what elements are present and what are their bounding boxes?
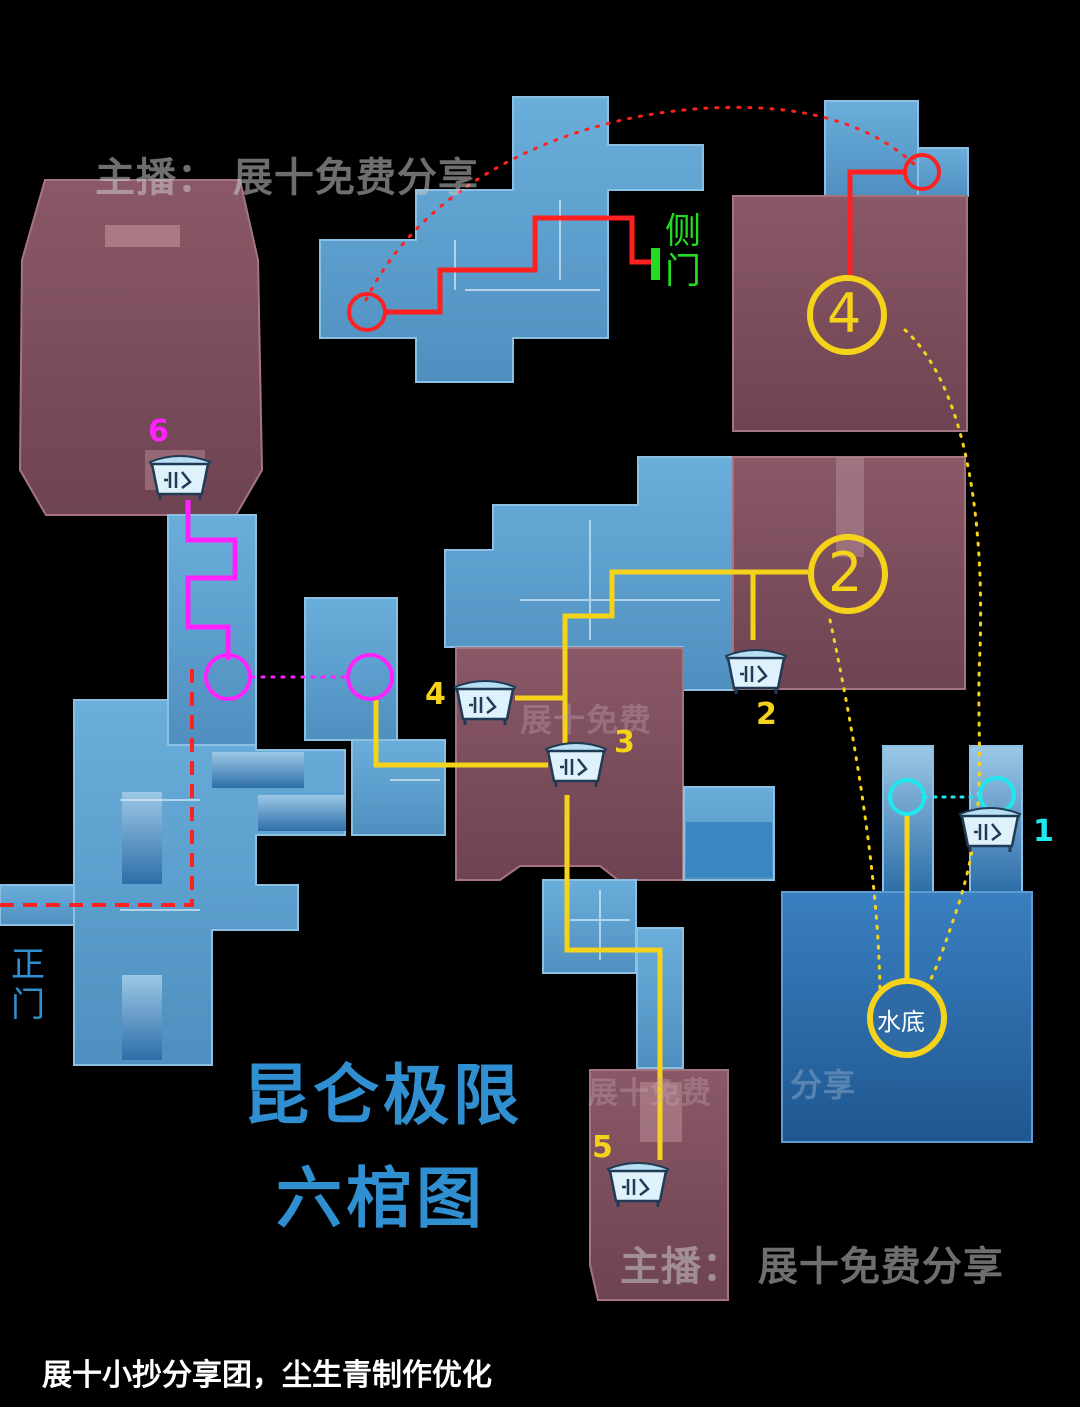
watermark-faded-1: 展十免费: [520, 701, 653, 739]
wall-markings: [120, 200, 720, 960]
watermark-faded-3: 展十免费: [588, 1076, 712, 1111]
red-end-circle: [903, 153, 941, 191]
left-complex: [0, 179, 346, 1066]
coffin-3-number: 3: [614, 725, 635, 760]
hall-stairs: [105, 225, 180, 247]
coffin-icon: [453, 680, 517, 725]
coffin-4-number: 4: [425, 677, 446, 712]
map-title-line-1: 昆仑极限: [243, 1057, 523, 1134]
coffin-6-number: 6: [148, 414, 169, 449]
coffin-5-number: 5: [592, 1130, 613, 1165]
top-blue-block: [319, 96, 704, 383]
main-gate-char-1: 正: [11, 945, 45, 985]
east-pool: [686, 822, 772, 877]
side-door: [651, 248, 660, 280]
coffin-icon: [148, 455, 212, 500]
waypoint-2-label: 2: [828, 541, 863, 604]
red-route-right: [847, 169, 907, 275]
coffin-icon: [958, 807, 1022, 852]
west-corridor: [351, 739, 446, 836]
side-gate-char-1: 侧: [664, 211, 701, 252]
water-bottom-circle: [867, 978, 947, 1058]
side-pool-1: [212, 752, 304, 788]
footer-credit: 展十小抄分享团，尘生青制作优化: [42, 1358, 492, 1393]
watermark-bottom: 主播： 展十免费分享: [620, 1244, 1004, 1290]
coffin-1-number: 1: [1033, 814, 1054, 849]
waypoint-4-circle: [807, 275, 887, 355]
water-bottom-label: 水底: [877, 1008, 925, 1036]
watermark-faded-2: 分享: [790, 1066, 857, 1104]
yellow-route-south: [564, 795, 663, 1160]
coffin-icon: [544, 742, 608, 787]
magenta-route: [185, 500, 238, 660]
main-gate-char-2: 门: [11, 985, 45, 1025]
side-gate-char-2: 门: [664, 251, 701, 292]
inner-pool-2: [122, 975, 162, 1060]
red-start-circle: [347, 292, 387, 332]
waypoint-4-label: 4: [827, 282, 862, 345]
yellow-route-west: [373, 700, 548, 768]
coffin-2-number: 2: [756, 697, 777, 732]
red-dashed-entry: [0, 665, 194, 907]
north-corridor: [167, 514, 257, 746]
main-gate-label: 正 门: [8, 945, 48, 1025]
top-center-complex: [319, 96, 704, 383]
coffin-icon: [606, 1162, 670, 1207]
top-right-shaft: [824, 100, 919, 197]
coffin-icons: [148, 455, 1022, 1207]
coffin-icon: [724, 649, 788, 694]
yellow-dotted-arc-1: [903, 328, 983, 1022]
inner-pool-1: [122, 792, 162, 884]
south-corridor-a: [542, 879, 637, 974]
magenta-circle-1: [204, 653, 252, 701]
main-blue-block: [73, 699, 346, 1066]
cyan-circle-1: [888, 778, 926, 816]
red-route-top: [385, 215, 651, 315]
side-pool-2: [258, 795, 346, 831]
waypoint-2-circle: [808, 534, 888, 614]
yellow-dotted-arc-2: [828, 618, 882, 1002]
side-gate-label: 侧 门: [663, 212, 703, 292]
yellow-route-upper: [562, 569, 808, 760]
map-title-line-2: 六棺图: [276, 1160, 486, 1237]
magenta-circle-2: [346, 653, 394, 701]
red-dotted-arc: [364, 105, 920, 302]
watermark-top: 主播： 展十免费分享: [95, 155, 479, 201]
